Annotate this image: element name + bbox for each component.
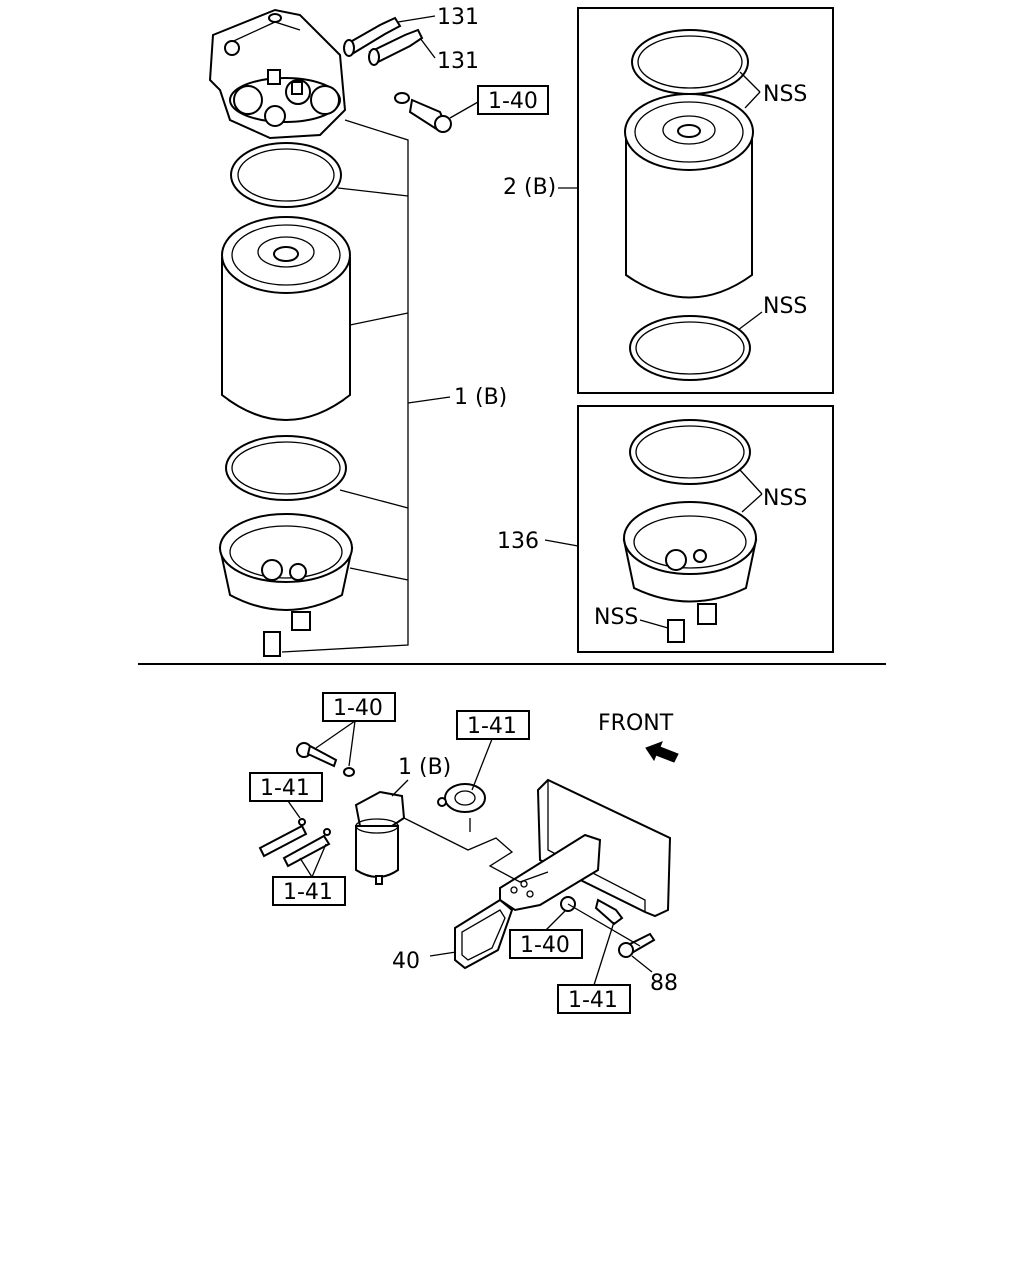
label-nss-bowl-plug: NSS	[594, 605, 638, 630]
fitting-131-lower	[368, 28, 424, 66]
front-arrow-icon	[645, 741, 679, 763]
bleed-bolt	[394, 92, 452, 133]
label-40: 40	[392, 949, 420, 974]
label-2B: 2 (B)	[503, 175, 556, 200]
element-kit-gasket-top	[631, 29, 749, 95]
bolt-1-40-bottom	[296, 742, 355, 777]
ref-box-1-41-hose-a	[249, 772, 323, 802]
priming-pump	[437, 783, 486, 813]
fitting-131-upper	[343, 16, 402, 57]
label-1B-top: 1 (B)	[454, 385, 507, 410]
label-1B-bottom: 1 (B)	[398, 755, 451, 780]
hose-a	[258, 818, 308, 858]
bolt-88	[618, 932, 656, 958]
label-136: 136	[497, 529, 539, 554]
ref-box-1-40-nut	[509, 929, 583, 959]
bolt-1-41	[594, 898, 624, 926]
label-131-a: 131	[437, 5, 479, 30]
filter-element	[221, 216, 351, 421]
hose-b	[282, 828, 331, 868]
leader-1B-top	[281, 119, 451, 653]
ref-box-1-40-bottom	[322, 692, 396, 722]
label-1-41-hose-b: 1-41	[283, 880, 333, 905]
label-1-41-pump: 1-41	[467, 714, 517, 739]
ref-box-1-41-hose-b	[272, 876, 346, 906]
bracket-40	[454, 833, 602, 970]
label-1-40-bottom: 1-40	[333, 696, 383, 721]
front-label: FRONT	[598, 711, 674, 736]
bowl-kit-bowl	[622, 501, 758, 625]
label-1-40-nut: 1-40	[520, 933, 570, 958]
ref-box-1-40-top	[477, 85, 549, 115]
filter-head	[208, 8, 347, 140]
gasket-lower	[225, 435, 347, 501]
frame-rail	[536, 778, 672, 918]
label-131-b: 131	[437, 49, 479, 74]
label-1-41-hose-a: 1-41	[260, 776, 310, 801]
label-88: 88	[650, 971, 678, 996]
gasket-upper	[230, 142, 342, 208]
filter-bowl	[218, 513, 354, 631]
ref-box-1-41-pump	[456, 710, 530, 740]
label-nss-element-top: NSS	[763, 82, 807, 107]
label-1-40-top: 1-40	[488, 89, 538, 114]
label-1-41-bolt: 1-41	[568, 988, 618, 1013]
label-nss-element-bottom: NSS	[763, 294, 807, 319]
mounted-filter	[354, 790, 406, 885]
element-kit-filter	[624, 93, 754, 299]
ref-box-1-41-bolt	[557, 984, 631, 1014]
drain-plug	[263, 631, 281, 657]
label-nss-bowl-top: NSS	[763, 486, 807, 511]
bowl-kit-gasket	[629, 419, 751, 485]
bowl-kit-plug	[667, 619, 685, 643]
element-kit-gasket-bottom	[629, 315, 751, 381]
